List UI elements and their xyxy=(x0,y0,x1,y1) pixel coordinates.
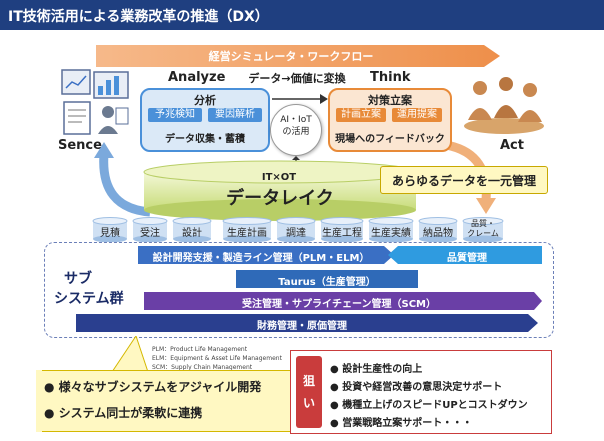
analyze-footer: データ収集・蓄積 xyxy=(165,134,245,145)
phase-analyze: Analyze xyxy=(168,70,226,85)
analyze-to-think-arrow xyxy=(272,94,328,104)
analyze-chip-1: 予兆検知 xyxy=(148,108,202,122)
ai-iot-label: AI・IoT の活用 xyxy=(270,114,322,138)
data-source-label-line: 受注 xyxy=(140,228,160,239)
aims-tag-char: い xyxy=(302,396,315,410)
phase-sence: Sence xyxy=(58,138,102,153)
aim-text-1: 設計生産性の向上 xyxy=(342,364,423,375)
aim-item-4: ● 営業戦略立案サポート・・・ xyxy=(330,418,473,429)
aim-text-3: 機種立上げのスピードUPとコストダウン xyxy=(342,400,528,411)
data-source-label: 生産計画 xyxy=(222,224,272,239)
think-heading: 対策立案 xyxy=(368,94,412,107)
page-title: IT技術活用による業務改革の推進（DX） xyxy=(8,9,269,25)
phase-act: Act xyxy=(500,138,524,153)
data-source-cylinder xyxy=(462,217,504,243)
note-scm: SCM：Supply Chain Management xyxy=(152,364,253,371)
aim-text-4: 営業戦略立案サポート・・・ xyxy=(342,418,473,429)
data-source-cylinder xyxy=(132,217,168,243)
think-chip-1: 計画立案 xyxy=(336,108,386,122)
data-source-label-line: 見積 xyxy=(100,228,120,239)
aims-tag-char: 狙 xyxy=(302,374,315,388)
analyze-heading: 分析 xyxy=(194,94,216,107)
scm-bar-shape xyxy=(144,292,542,310)
data-source-label-line: 設計 xyxy=(182,228,202,239)
subsystem-bar-plm: 設計開発支援・製造ライン管理（PLM・ELM） xyxy=(152,253,370,264)
quality-bar-shape xyxy=(388,246,542,264)
data-source-label: 生産実績 xyxy=(368,224,414,239)
data-lake-title: データレイク xyxy=(226,188,334,209)
meeting-people-icon xyxy=(464,77,544,134)
aims-tag-text: 狙い xyxy=(296,370,322,414)
data-source-label-line: 生産実績 xyxy=(371,228,411,239)
aims-box xyxy=(290,350,552,434)
aim-item-2: ● 投資や経営改善の意思決定サポート xyxy=(330,382,503,393)
abbreviation-notes: PLM：Product Life Management ELM：Equipmen… xyxy=(152,345,282,372)
data-source-label: 受注 xyxy=(132,224,168,239)
subsystem-bar-taurus: Taurus（生産管理） xyxy=(278,277,376,288)
data-lake-callout xyxy=(380,166,548,194)
data-source-cylinder xyxy=(320,217,364,243)
data-source-cylinder xyxy=(418,217,458,243)
data-source-label-line: 品質・ xyxy=(471,219,495,228)
title-bar xyxy=(0,0,604,30)
data-source-label: 生産工程 xyxy=(320,224,364,239)
features-pointer xyxy=(111,336,149,372)
analyze-chip-2: 要因解析 xyxy=(208,108,262,122)
phase-think: Think xyxy=(370,70,411,85)
feature-item-1: ● 様々なサブシステムをアジャイル開発 xyxy=(44,380,262,394)
data-source-label: 納品物 xyxy=(418,224,458,239)
think-panel xyxy=(328,88,452,152)
ai-iot-line-1: AI・IoT xyxy=(280,115,312,125)
data-source-cylinder xyxy=(368,217,414,243)
features-box xyxy=(36,370,306,432)
plm-bar-shape xyxy=(138,246,394,264)
cycle-arrow-left xyxy=(94,142,151,217)
data-source-label-line: クレーム xyxy=(467,229,499,238)
flow-bar-label: 経営シミュレータ・ワークフロー xyxy=(208,50,374,63)
data-source-label: 見積 xyxy=(92,224,128,239)
feature-text-2: システム同士が柔軟に連携 xyxy=(58,406,203,420)
data-source-cylinder xyxy=(92,217,128,243)
data-source-cylinder xyxy=(276,217,316,243)
value-conversion-label: データ→価値に変換 xyxy=(248,72,346,85)
think-chip-2: 運用提案 xyxy=(392,108,442,122)
data-source-label-line: 生産計画 xyxy=(227,228,267,239)
monitoring-icons xyxy=(61,69,129,135)
data-source-label-line: 納品物 xyxy=(423,228,453,239)
subsystem-label-line-2: システム群 xyxy=(54,291,124,307)
flow-arrow xyxy=(96,45,500,67)
taurus-bar-shape xyxy=(236,270,418,288)
subsystem-bar-scm: 受注管理・サプライチェーン管理（SCM） xyxy=(242,299,436,310)
data-lake-callout-text: あらゆるデータを一元管理 xyxy=(391,174,536,188)
data-source-cylinder xyxy=(222,217,272,243)
subsystem-bar-quality: 品質管理 xyxy=(447,253,487,264)
data-source-label-line: 調達 xyxy=(286,228,306,239)
ai-iot-circle xyxy=(270,104,322,156)
data-source-label: 設計 xyxy=(172,224,212,239)
features-box-edge xyxy=(36,370,42,432)
data-source-label: 品質・クレーム xyxy=(462,219,504,239)
data-source-label: 調達 xyxy=(276,224,316,239)
feature-item-2: ● システム同士が柔軟に連携 xyxy=(44,406,203,420)
note-elm: ELM：Equipment & Asset Life Management xyxy=(152,355,282,362)
aim-text-2: 投資や経営改善の意思決定サポート xyxy=(342,382,503,393)
note-plm: PLM：Product Life Management xyxy=(152,346,248,353)
think-footer: 現場へのフィードバック xyxy=(335,134,445,145)
subsystem-bar-finance: 財務管理・原価管理 xyxy=(257,321,347,332)
feature-text-1: 様々なサブシステムをアジャイル開発 xyxy=(58,380,262,394)
aim-item-3: ● 機種立上げのスピードUPとコストダウン xyxy=(330,400,528,411)
finance-bar-shape xyxy=(76,314,538,332)
data-source-cylinder xyxy=(172,217,212,243)
subsystem-label-line-1: サブ xyxy=(64,271,92,287)
data-source-label-line: 生産工程 xyxy=(322,228,362,239)
aims-tag xyxy=(296,356,322,428)
data-lake-subtitle: IT×OT xyxy=(261,172,297,183)
aim-item-1: ● 設計生産性の向上 xyxy=(330,364,423,375)
ai-iot-line-2: の活用 xyxy=(282,127,310,137)
data-lake-shape xyxy=(143,160,417,221)
